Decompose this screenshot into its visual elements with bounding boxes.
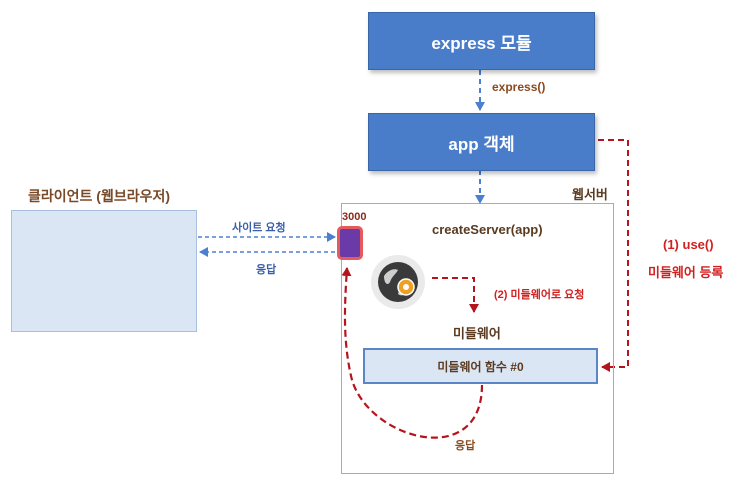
- register-middleware-label: 미들웨어 등록: [648, 265, 724, 280]
- create-server-label: createServer(app): [432, 222, 543, 237]
- response-bottom-label: 응답: [455, 440, 476, 452]
- express-module-label: express 모듈: [431, 33, 532, 53]
- middleware-function-label: 미들웨어 함수 #0: [437, 359, 524, 374]
- arrow-response-curve: [341, 267, 484, 439]
- express-call-label: express(): [492, 80, 546, 94]
- site-request-label: 사이트 요청: [232, 222, 286, 234]
- arrow-use-register: [598, 139, 629, 372]
- web-server-label: 웹서버: [572, 187, 608, 202]
- response-left-label: 응답: [256, 264, 277, 276]
- middleware-function-box: 미들웨어 함수 #0: [363, 348, 598, 384]
- web-server-container: [341, 203, 614, 474]
- port-label: 3000: [342, 211, 367, 223]
- middleware-request-label: (2) 미들웨어로 요청: [494, 289, 585, 301]
- client-browser-box: [11, 210, 197, 332]
- client-title: 클라이언트 (웹브라우저): [28, 188, 171, 204]
- app-object-box: app 객체: [368, 113, 595, 171]
- arrow-middleware-request: [432, 277, 479, 313]
- use-call-label: (1) use(): [663, 237, 714, 252]
- app-object-label: app 객체: [448, 134, 515, 154]
- express-module-box: express 모듈: [368, 12, 595, 70]
- middleware-label: 미들웨어: [453, 326, 501, 341]
- globe-server-icon: [370, 254, 426, 310]
- port-connector: [337, 226, 363, 260]
